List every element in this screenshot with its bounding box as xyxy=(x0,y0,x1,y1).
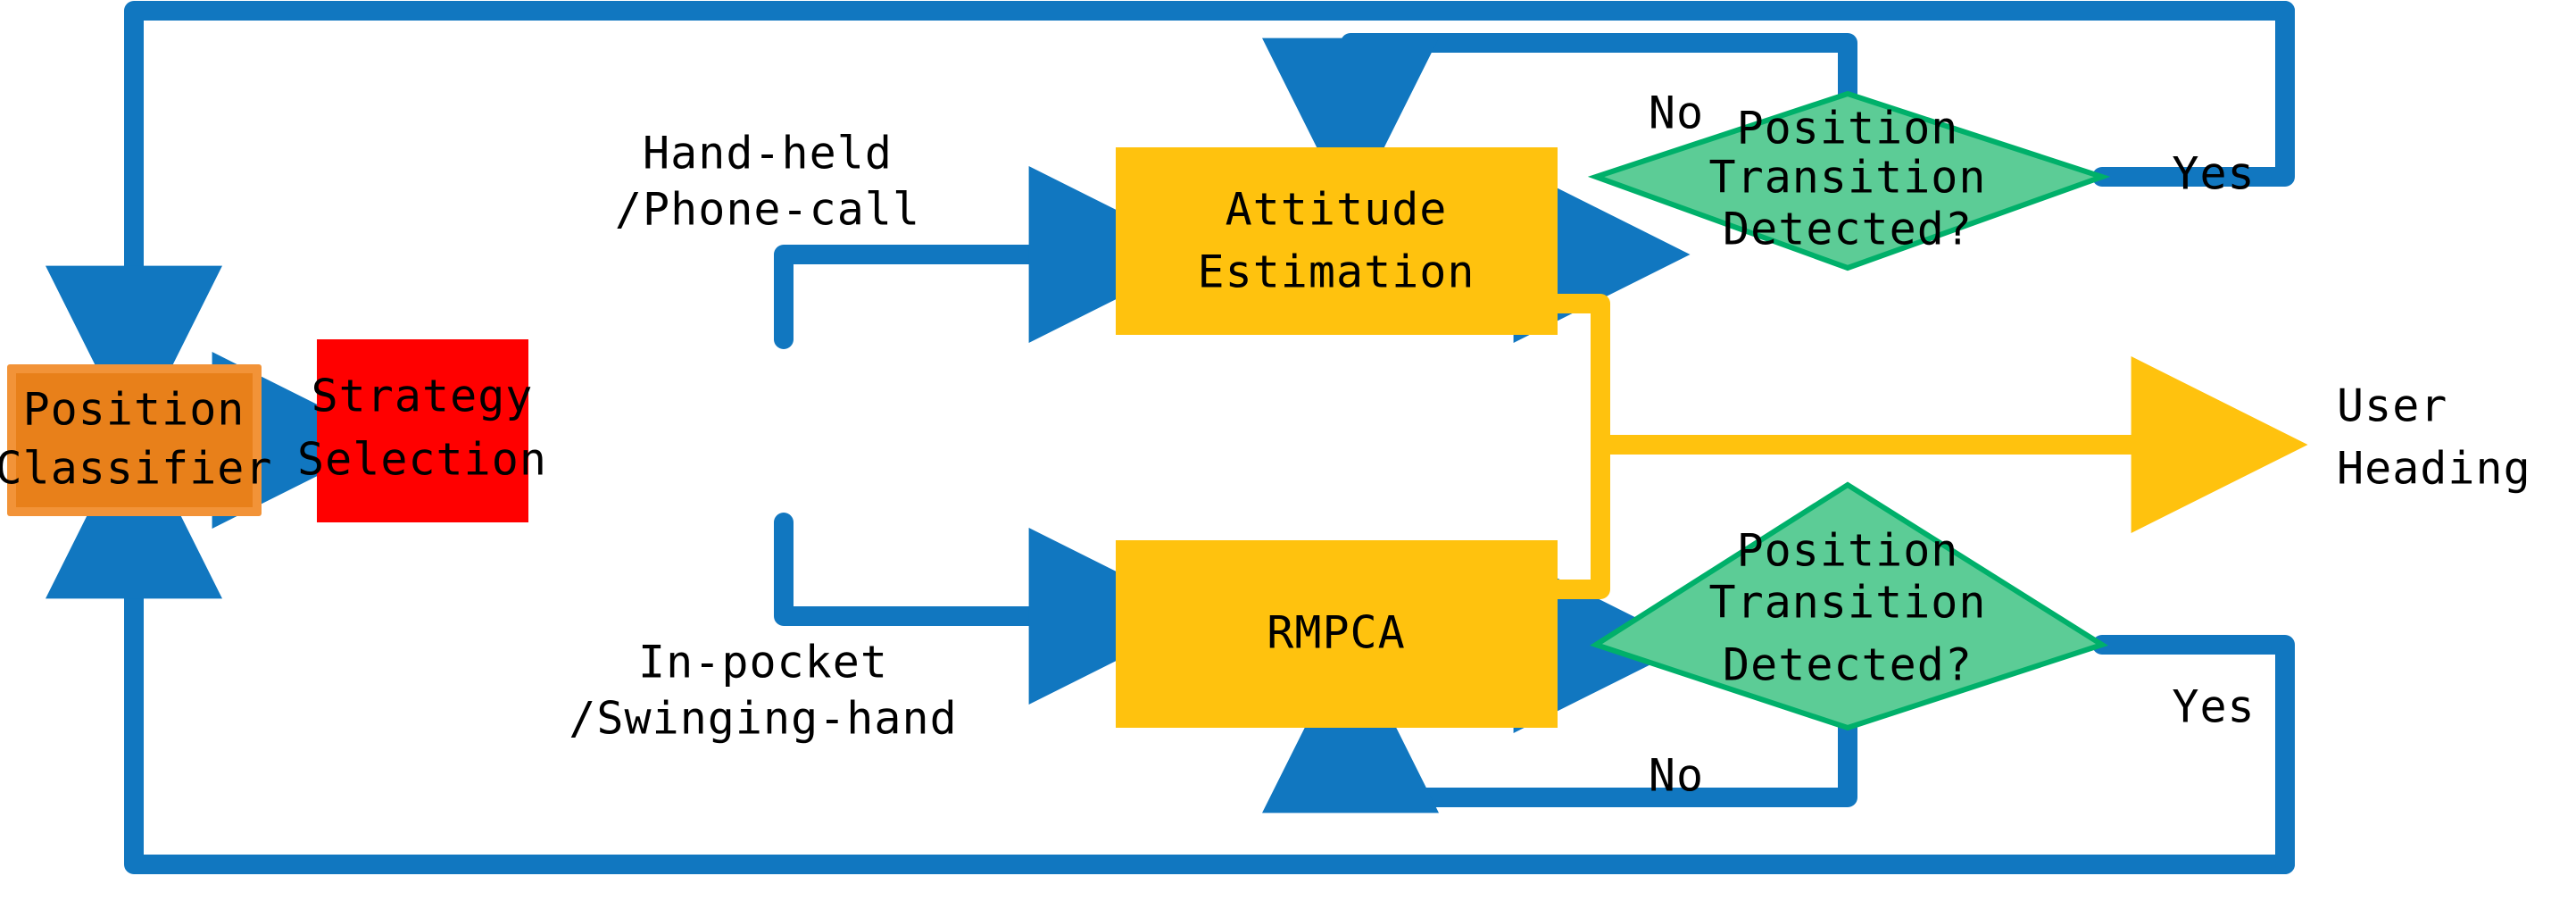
edge-bottom-outer-feedback xyxy=(46,421,2295,874)
position-classifier-line2: Classifier xyxy=(0,443,273,495)
strategy-selection-line2: Selection xyxy=(297,434,547,486)
decision-bottom[interactable]: Position Transition Detected? xyxy=(1590,481,2109,731)
decision-bottom-line2: Transition xyxy=(1708,577,1986,629)
edge-label-hand-held-line2: /Phone-call xyxy=(615,184,920,236)
edge-label-no-bottom: No xyxy=(1649,750,1704,802)
strategy-selection-line1: Strategy xyxy=(312,371,534,422)
node-rmpca[interactable]: RMPCA xyxy=(1116,540,1558,728)
output-label-line2: Heading xyxy=(2337,443,2531,495)
attitude-estimation-line2: Estimation xyxy=(1197,246,1475,298)
edge-label-in-pocket-line1: In-pocket xyxy=(638,637,888,688)
edge-strategy-to-attitude xyxy=(774,166,1206,349)
edge-label-no-top: No xyxy=(1649,88,1704,139)
edge-user-heading-output xyxy=(1548,294,2308,599)
decision-top-line3: Detected? xyxy=(1723,204,1973,255)
edge-yes-top xyxy=(2092,1,2295,187)
decision-bottom-line3: Detected? xyxy=(1723,639,1973,691)
position-classifier-line1: Position xyxy=(23,384,245,436)
edge-label-hand-held-line1: Hand-held xyxy=(643,128,893,179)
node-position-classifier[interactable]: Position Classifier xyxy=(0,364,273,516)
edge-label-in-pocket-line2: /Swinging-hand xyxy=(569,693,957,745)
edge-no-bottom xyxy=(1262,636,1857,813)
node-strategy-selection[interactable]: Strategy Selection xyxy=(297,339,547,522)
output-label-line1: User xyxy=(2337,380,2447,432)
edge-top-outer-feedback xyxy=(46,1,2295,443)
decision-top[interactable]: Position Transition Detected? xyxy=(1587,90,2111,271)
decision-top-line1: Position xyxy=(1737,103,1959,154)
edge-no-top xyxy=(1262,33,1857,215)
decision-top-line2: Transition xyxy=(1708,152,1986,204)
attitude-estimation-line1: Attitude xyxy=(1226,184,1448,236)
edge-yes-bottom xyxy=(2092,635,2295,874)
decision-bottom-line1: Position xyxy=(1737,525,1959,577)
edge-strategy-to-rmpca xyxy=(774,513,1206,705)
rmpca-label: RMPCA xyxy=(1267,607,1406,659)
node-attitude-estimation[interactable]: Attitude Estimation xyxy=(1116,147,1558,335)
edge-label-yes-top: Yes xyxy=(2172,148,2255,200)
edge-label-yes-bottom: Yes xyxy=(2172,681,2255,733)
